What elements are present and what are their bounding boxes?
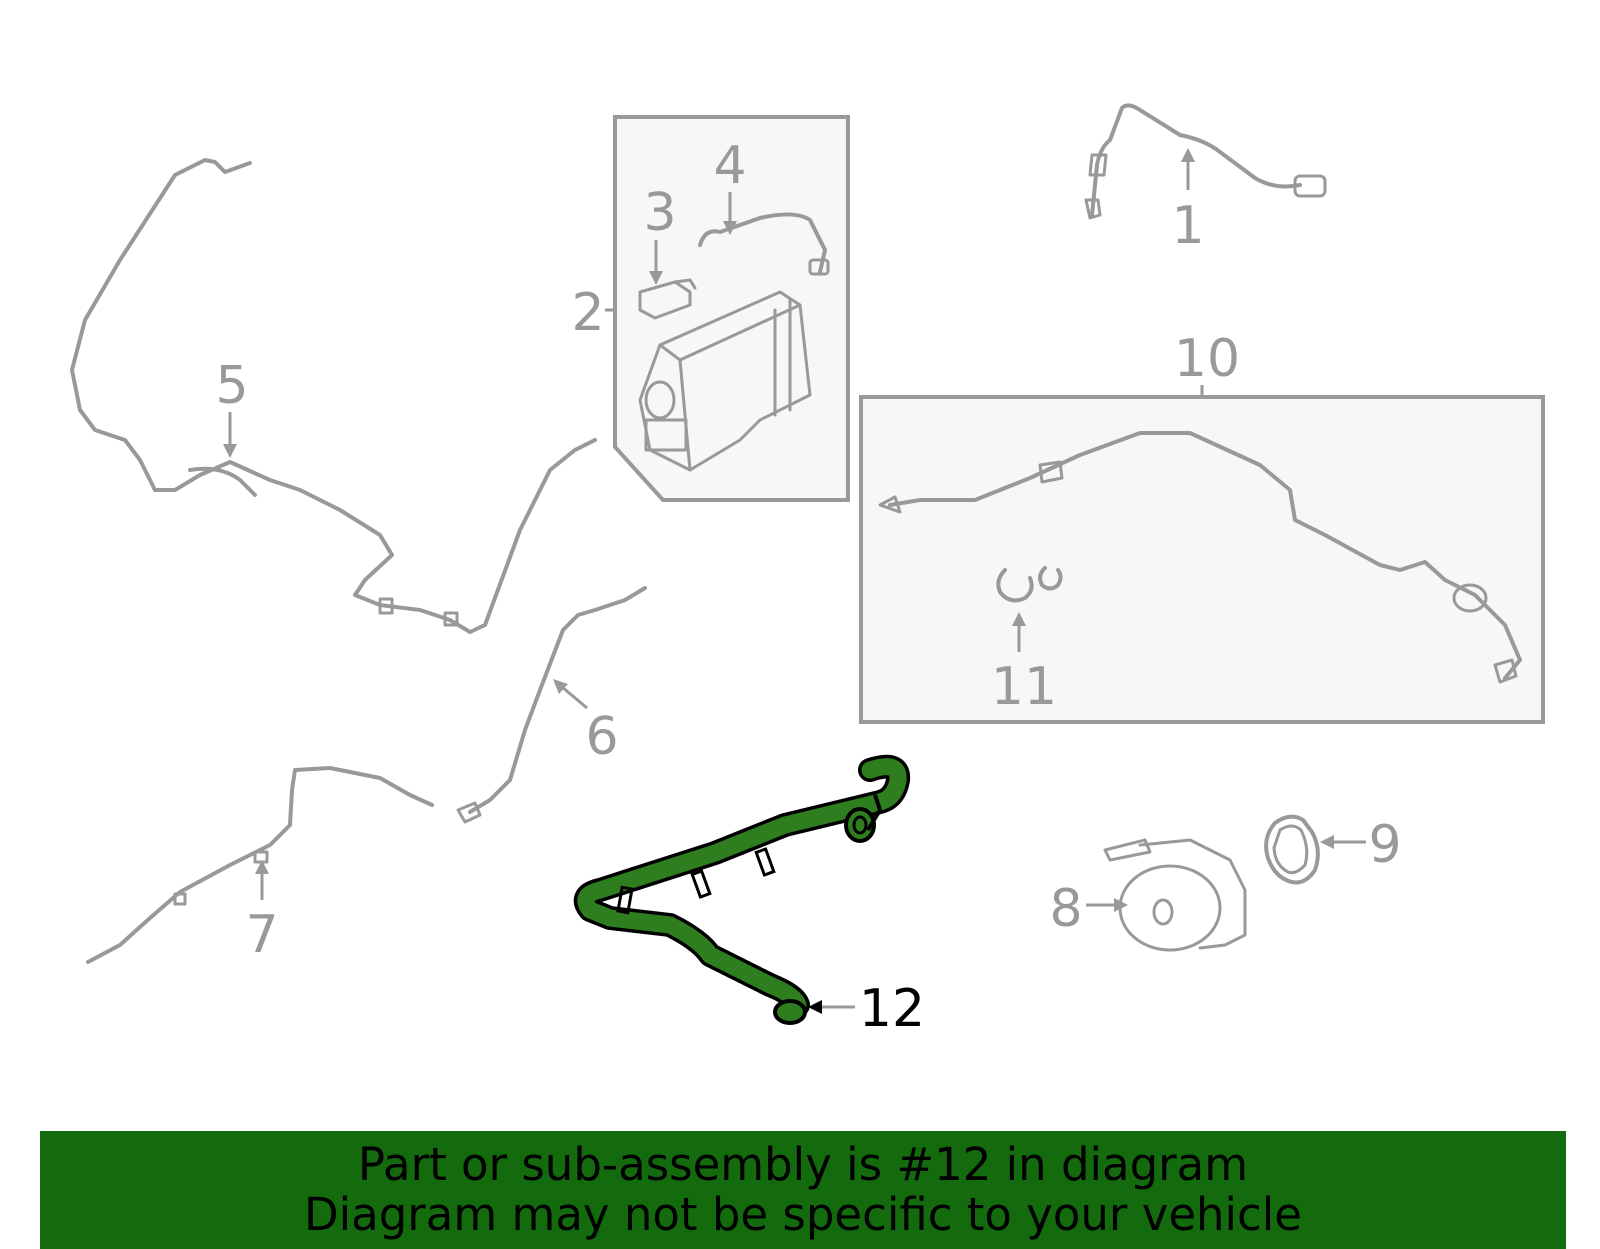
callout-5: 5 [215, 356, 248, 416]
part-6-line[interactable] [456, 586, 647, 824]
callout-9: 9 [1368, 815, 1401, 875]
callout-6: 6 [585, 707, 618, 767]
callout-7: 7 [245, 905, 278, 965]
part-12-hose-highlighted[interactable] [573, 754, 911, 1025]
leader-lines [223, 148, 1366, 1014]
callout-labels: 1 2 3 4 5 6 7 8 9 10 11 12 [215, 136, 1401, 1039]
banner-line-1: Part or sub-assembly is #12 in diagram [357, 1138, 1249, 1191]
callout-3: 3 [643, 183, 676, 243]
part-4-harness[interactable] [698, 212, 830, 276]
callout-12: 12 [859, 979, 925, 1039]
callout-2: 2 [571, 283, 604, 343]
part-8-pump[interactable] [1103, 838, 1247, 952]
banner-line-2: Diagram may not be specific to your vehi… [304, 1188, 1302, 1241]
callout-1: 1 [1171, 196, 1204, 256]
diagram-canvas: 1 2 3 4 5 6 7 8 9 10 11 12 [70, 103, 1545, 1039]
part-9-gasket[interactable] [1264, 814, 1320, 885]
part-5-line[interactable] [70, 158, 597, 634]
part-2-canister[interactable] [638, 290, 812, 472]
info-banner: Part or sub-assembly is #12 in diagram D… [40, 1131, 1566, 1249]
callout-10: 10 [1174, 329, 1240, 389]
callout-4: 4 [713, 136, 746, 196]
part-group-box-10 [859, 395, 1545, 724]
part-1-oxygen-sensor[interactable] [1084, 103, 1327, 220]
part-10-line[interactable] [878, 431, 1522, 684]
part-11-clips[interactable] [996, 566, 1063, 603]
part-3-purge-valve[interactable] [638, 278, 697, 320]
callout-8: 8 [1049, 879, 1082, 939]
callout-11: 11 [991, 657, 1057, 717]
parts-diagram: 1 2 3 4 5 6 7 8 9 10 11 12 [70, 103, 1545, 1039]
